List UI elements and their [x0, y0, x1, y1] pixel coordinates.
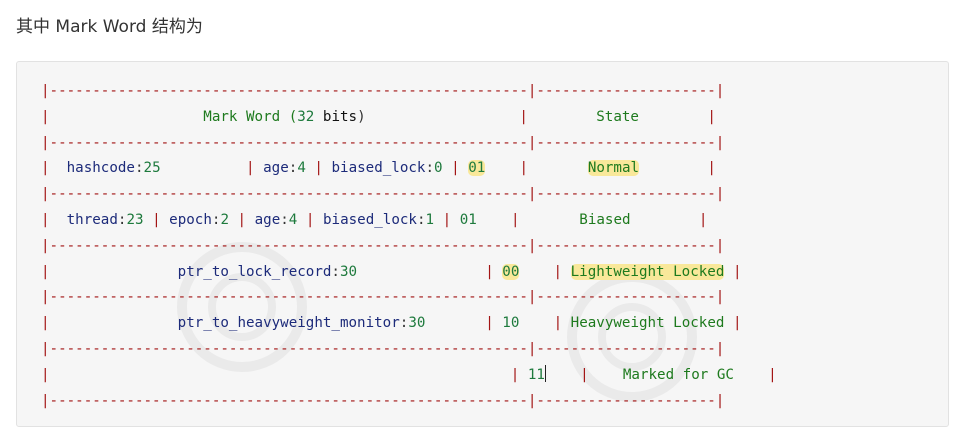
state-cell: Heavyweight Locked [570, 315, 725, 332]
bits-cell: 01 [459, 211, 477, 228]
code-block: |---------------------------------------… [16, 61, 949, 427]
state-cell: Normal [587, 160, 640, 177]
bits-cell: 01 [468, 160, 486, 177]
bits-cell: 00 [502, 263, 520, 280]
text-cursor [544, 364, 546, 382]
bits-cell: 11 [527, 366, 545, 383]
section-heading: 其中 Mark Word 结构为 [16, 17, 203, 37]
state-cell: Marked for GC [622, 366, 734, 383]
state-cell: Biased [579, 211, 631, 228]
state-cell: Lightweight Locked [570, 263, 725, 280]
mark-word-table: |---------------------------------------… [41, 83, 777, 409]
header-mark-word: Mark Word ( [203, 108, 298, 125]
header-state: State [596, 108, 639, 125]
bits-cell: 10 [502, 315, 520, 332]
